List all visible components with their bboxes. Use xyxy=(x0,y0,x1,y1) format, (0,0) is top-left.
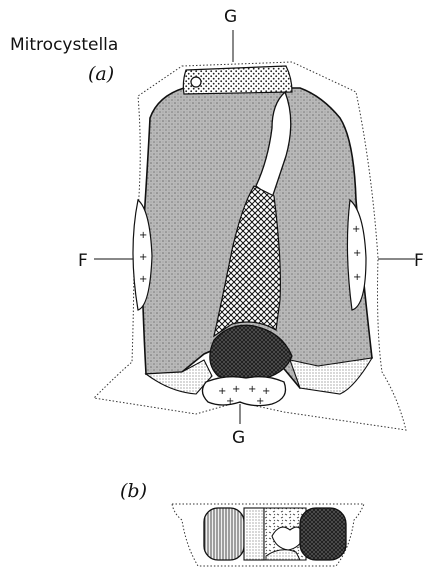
svg-text:+: + xyxy=(139,274,147,285)
svg-text:+: + xyxy=(139,230,147,241)
section-dotted-block xyxy=(244,508,264,560)
svg-text:+: + xyxy=(139,252,147,263)
svg-text:+: + xyxy=(232,384,240,395)
left-plus-marks: + + + xyxy=(139,230,147,285)
label-f-left: F xyxy=(78,251,88,271)
top-left-nodule xyxy=(191,77,201,87)
right-plus-marks: + + + xyxy=(352,224,361,283)
svg-text:+: + xyxy=(353,272,361,283)
section-right-block xyxy=(300,508,346,560)
svg-text:+: + xyxy=(256,396,264,407)
panel-a-label: (a) xyxy=(88,63,114,85)
section-left-block xyxy=(204,508,244,560)
label-g-top: G xyxy=(224,7,237,27)
svg-text:+: + xyxy=(352,224,360,235)
svg-text:+: + xyxy=(353,248,361,259)
panel-b-label: (b) xyxy=(120,480,147,502)
label-f-right: F xyxy=(414,251,424,271)
label-g-bottom: G xyxy=(232,428,245,448)
bottom-g-region xyxy=(202,377,285,406)
svg-text:+: + xyxy=(248,384,256,395)
figure-title: Mitrocystella xyxy=(10,35,118,55)
svg-text:+: + xyxy=(226,396,234,407)
